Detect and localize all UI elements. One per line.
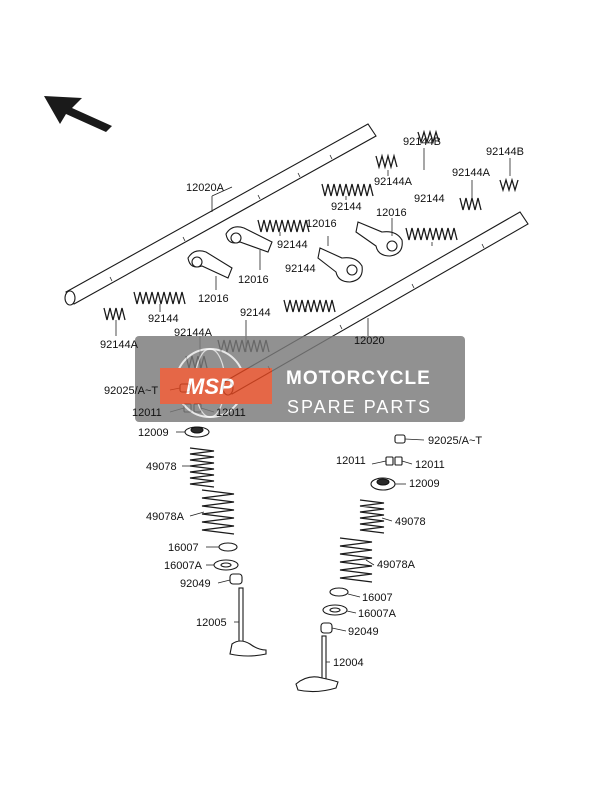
label-92144-lower: 92144 xyxy=(240,307,271,319)
label-16007-right: 16007 xyxy=(362,592,393,604)
label-49078a-left: 49078A xyxy=(146,511,185,523)
shaft-spring-92144a-2 xyxy=(459,197,482,211)
label-49078a-right: 49078A xyxy=(377,559,416,571)
retainer-12009-right xyxy=(370,477,396,491)
shaft-spring-92144-center xyxy=(283,299,336,313)
rocker-shaft-12020a xyxy=(64,123,377,306)
label-12011-left-a: 12011 xyxy=(132,407,162,419)
watermark: MSP MOTORCYCLE SPARE PARTS xyxy=(135,336,465,422)
label-12016-c: 12016 xyxy=(306,218,337,230)
valve-12005 xyxy=(229,587,267,657)
valve-spring-49078-left xyxy=(189,447,215,488)
label-16007a-right: 16007A xyxy=(358,608,397,620)
retainer-12009-left xyxy=(184,426,210,438)
label-92025-right: 92025/A~T xyxy=(428,435,482,447)
label-12011-right-a: 12011 xyxy=(336,455,366,467)
shaft-spring-92144a-left xyxy=(103,307,126,321)
rocker-arm-12016-c xyxy=(317,247,363,283)
label-12016-b: 12016 xyxy=(238,274,269,286)
spring-seat-16007a-right xyxy=(322,604,348,616)
label-92144-left: 92144 xyxy=(148,313,179,325)
valve-12004 xyxy=(295,635,339,693)
label-92049-left: 92049 xyxy=(180,578,211,590)
label-92144-center: 92144 xyxy=(285,263,316,275)
label-49078-right: 49078 xyxy=(395,516,426,528)
spring-seat-16007-right xyxy=(329,587,349,597)
stem-seal-92049-left xyxy=(229,573,243,585)
valve-keeper-12011-right xyxy=(385,456,403,466)
label-12009-right: 12009 xyxy=(409,478,440,490)
shaft-spring-92144-top xyxy=(321,183,374,197)
label-92144a-lower: 92144A xyxy=(174,327,213,339)
watermark-line1: MOTORCYCLE xyxy=(286,368,431,389)
cotter-92025-right xyxy=(394,434,406,444)
label-49078-left: 49078 xyxy=(146,461,177,473)
valve-spring-49078a-left xyxy=(201,489,235,535)
label-92144-mid: 92144 xyxy=(277,239,308,251)
watermark-logo: MSP xyxy=(186,374,234,399)
label-92144b-right: 92144B xyxy=(486,146,524,158)
rocker-arm-12016-b xyxy=(225,226,273,253)
label-12016-a: 12016 xyxy=(198,293,229,305)
label-92144a-2: 92144A xyxy=(452,167,491,179)
shaft-spring-92144b-right xyxy=(499,177,519,193)
label-92144-right: 92144 xyxy=(414,193,445,205)
label-92025-left: 92025/A~T xyxy=(104,385,158,397)
label-92049-right: 92049 xyxy=(348,626,379,638)
front-arrow-icon xyxy=(44,96,112,132)
label-92144b-top: 92144B xyxy=(403,136,441,148)
part-labels: 12020A 12020 92144B 92144B 92144A 92144A… xyxy=(100,136,524,669)
label-16007-left: 16007 xyxy=(168,542,199,554)
shaft-spring-92144-left xyxy=(133,291,186,305)
stem-seal-92049-right xyxy=(320,622,333,634)
label-92144-top: 92144 xyxy=(331,201,362,213)
label-12016-d: 12016 xyxy=(376,207,407,219)
label-16007a-left: 16007A xyxy=(164,560,203,572)
label-92144a-left: 92144A xyxy=(100,339,139,351)
label-12004: 12004 xyxy=(333,657,364,669)
shaft-spring-92144-mid xyxy=(257,219,310,233)
label-12020: 12020 xyxy=(354,335,385,347)
label-12020a: 12020A xyxy=(186,182,225,194)
label-12011-left-b: 12011 xyxy=(216,407,246,419)
shaft-spring-92144a-1 xyxy=(375,153,398,170)
label-92144a-1: 92144A xyxy=(374,176,413,188)
watermark-line2: SPARE PARTS xyxy=(287,397,432,417)
shaft-spring-92144-right xyxy=(405,227,458,241)
spring-seat-16007-left xyxy=(218,542,238,552)
valve-spring-49078-right xyxy=(359,499,385,534)
valve-spring-49078a-right xyxy=(339,537,373,583)
label-12005: 12005 xyxy=(196,617,227,629)
rocker-arm-12016-d xyxy=(355,221,403,257)
spring-seat-16007a-left xyxy=(213,559,239,571)
label-12009-left: 12009 xyxy=(138,427,169,439)
watermark-logo-box xyxy=(160,368,272,404)
label-12011-right-b: 12011 xyxy=(415,459,445,471)
shaft-spring-92144b-top xyxy=(417,129,440,145)
rocker-arm-12016-a xyxy=(187,250,233,279)
